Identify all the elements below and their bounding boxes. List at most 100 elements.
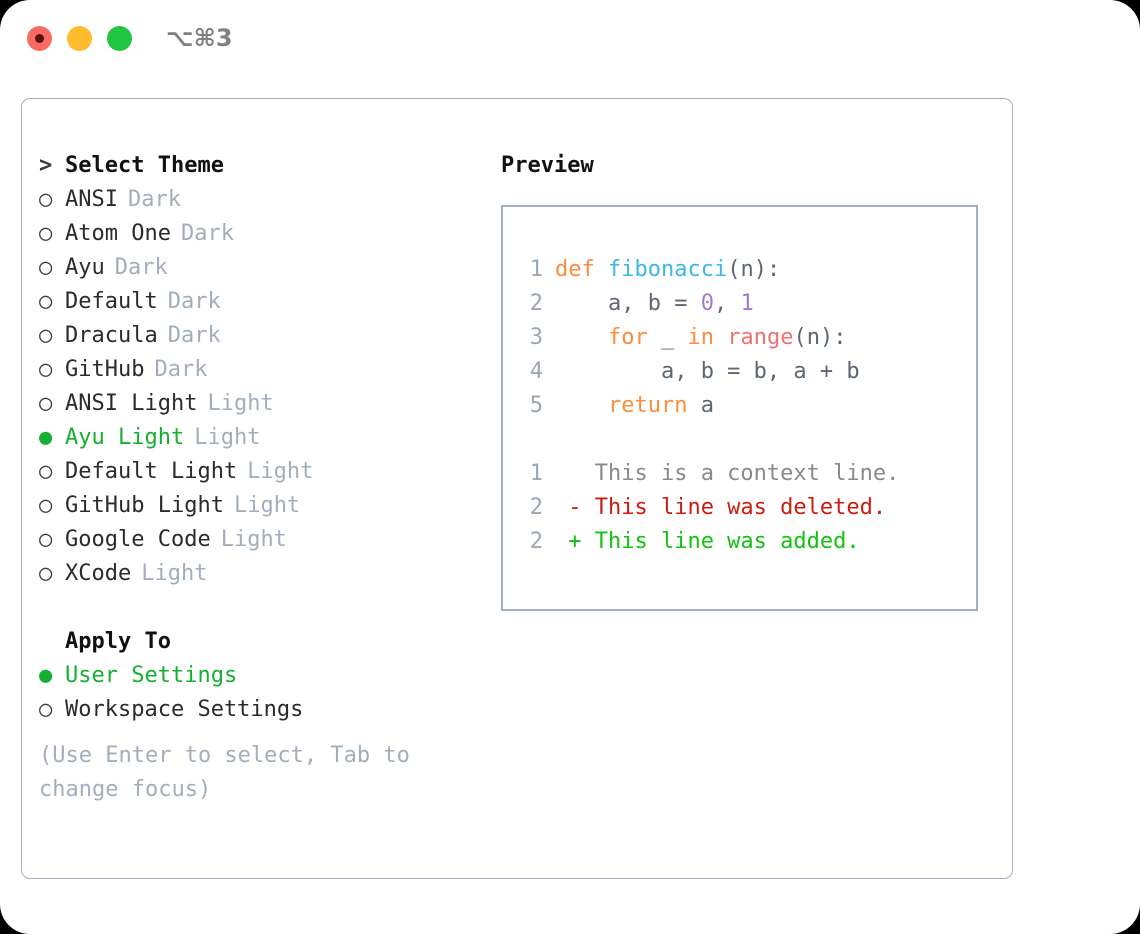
theme-list-item[interactable]: ● Ayu Light Light bbox=[39, 421, 469, 455]
code-line: 4 a, b = b, a + b bbox=[521, 355, 899, 389]
code-token: (n): bbox=[727, 257, 781, 282]
theme-list-item[interactable]: ○ Atom One Dark bbox=[39, 217, 469, 251]
minimize-button[interactable] bbox=[67, 26, 92, 51]
diff-line: 1 This is a context line. bbox=[521, 457, 900, 491]
theme-variant-tag: Light bbox=[247, 459, 314, 484]
theme-list-item[interactable]: ○ GitHub Light Light bbox=[39, 489, 469, 523]
code-token: a, b = bbox=[555, 291, 701, 316]
close-button[interactable] bbox=[27, 26, 52, 51]
theme-list-item[interactable]: ○ Dracula Dark bbox=[39, 319, 469, 353]
radio-unselected-icon[interactable]: ○ bbox=[39, 459, 53, 484]
radio-unselected-icon[interactable]: ○ bbox=[39, 357, 53, 382]
diff-line: 2 - This line was deleted. bbox=[521, 491, 899, 525]
code-token: a bbox=[687, 393, 714, 418]
radio-unselected-icon[interactable]: ○ bbox=[39, 323, 53, 348]
line-number: 4 bbox=[529, 359, 543, 384]
maximize-button[interactable] bbox=[107, 26, 132, 51]
theme-variant-tag: Dark bbox=[154, 357, 208, 382]
radio-selected-icon[interactable]: ● bbox=[39, 663, 53, 688]
code-line: 5 return a bbox=[521, 389, 899, 423]
code-line: 2 a, b = 0, 1 bbox=[521, 287, 899, 321]
theme-variant-tag: Light bbox=[194, 425, 261, 450]
theme-variant-tag: Dark bbox=[127, 187, 181, 212]
theme-variant-tag: Dark bbox=[114, 255, 168, 280]
theme-variant-tag: Dark bbox=[167, 289, 221, 314]
apply-to-label: Workspace Settings bbox=[65, 697, 304, 722]
theme-list-item[interactable]: ○ GitHub Dark bbox=[39, 353, 469, 387]
select-theme-header: >Select Theme bbox=[39, 149, 469, 183]
theme-name: Dracula bbox=[65, 323, 158, 348]
apply-to-label: User Settings bbox=[65, 663, 238, 688]
apply-to-header: Apply To bbox=[39, 625, 469, 659]
diff-text: + This line was added. bbox=[555, 529, 860, 554]
line-number: 2 bbox=[529, 291, 543, 316]
code-token: for bbox=[607, 325, 648, 350]
code-token: 1 bbox=[740, 291, 754, 316]
code-token: (n): bbox=[793, 325, 847, 350]
radio-unselected-icon[interactable]: ○ bbox=[39, 561, 53, 586]
line-number: 1 bbox=[529, 461, 543, 486]
theme-list-item[interactable]: ○ ANSI Dark bbox=[39, 183, 469, 217]
line-number: 1 bbox=[529, 257, 543, 282]
theme-name: Ayu Light bbox=[65, 425, 185, 450]
code-token: _ bbox=[647, 325, 688, 350]
radio-unselected-icon[interactable]: ○ bbox=[39, 255, 53, 280]
theme-variant-tag: Light bbox=[233, 493, 301, 518]
code-token bbox=[714, 325, 727, 350]
keyboard-hint: (Use Enter to select, Tab to change focu… bbox=[39, 743, 410, 802]
diff-line: 2 + This line was added. bbox=[521, 525, 899, 559]
title-bar: ⌥⌘3 bbox=[0, 0, 1140, 78]
theme-variant-tag: Light bbox=[220, 527, 287, 552]
diff-text: - This line was deleted. bbox=[555, 495, 887, 520]
theme-name: Atom One bbox=[65, 221, 171, 246]
theme-name: GitHub Light bbox=[65, 493, 224, 518]
code-line: 3 for _ in range(n): bbox=[521, 321, 899, 355]
code-token bbox=[555, 393, 608, 418]
theme-list-item[interactable]: ○ ANSI Light Light bbox=[39, 387, 469, 421]
line-number: 3 bbox=[529, 325, 543, 350]
apply-to-item[interactable]: ● User Settings bbox=[39, 659, 469, 693]
select-theme-header-label: Select Theme bbox=[65, 153, 224, 178]
theme-list-item[interactable]: ○ Ayu Dark bbox=[39, 251, 469, 285]
theme-name: Ayu bbox=[65, 255, 105, 280]
apply-to-list: ● User Settings ○ Workspace Settings bbox=[39, 659, 469, 727]
theme-variant-tag: Light bbox=[207, 391, 274, 416]
code-token: in bbox=[687, 325, 714, 350]
code-token: a, b = b, a + b bbox=[555, 359, 860, 384]
radio-unselected-icon[interactable]: ○ bbox=[39, 221, 53, 246]
code-token: def bbox=[555, 257, 595, 282]
theme-name: ANSI bbox=[65, 187, 118, 212]
radio-unselected-icon[interactable]: ○ bbox=[39, 289, 53, 314]
code-blank-line bbox=[521, 423, 899, 457]
radio-unselected-icon[interactable]: ○ bbox=[39, 493, 53, 518]
line-number: 5 bbox=[529, 393, 543, 418]
diff-text: This is a context line. bbox=[555, 461, 900, 486]
theme-name: GitHub bbox=[65, 357, 145, 382]
theme-name: XCode bbox=[65, 561, 132, 586]
theme-name: ANSI Light bbox=[65, 391, 198, 416]
radio-selected-icon[interactable]: ● bbox=[39, 425, 53, 450]
radio-unselected-icon[interactable]: ○ bbox=[39, 527, 53, 552]
radio-unselected-icon[interactable]: ○ bbox=[39, 187, 53, 212]
code-token bbox=[595, 257, 608, 282]
apply-to-header-label: Apply To bbox=[65, 629, 171, 654]
apply-to-item[interactable]: ○ Workspace Settings bbox=[39, 693, 469, 727]
line-number: 2 bbox=[529, 495, 543, 520]
theme-variant-tag: Dark bbox=[180, 221, 234, 246]
radio-unselected-icon[interactable]: ○ bbox=[39, 697, 53, 722]
code-token: return bbox=[607, 393, 688, 418]
radio-unselected-icon[interactable]: ○ bbox=[39, 391, 53, 416]
line-number: 2 bbox=[529, 529, 543, 554]
theme-variant-tag: Dark bbox=[167, 323, 221, 348]
code-token: range bbox=[727, 325, 794, 350]
code-token: fibonacci bbox=[608, 257, 728, 282]
